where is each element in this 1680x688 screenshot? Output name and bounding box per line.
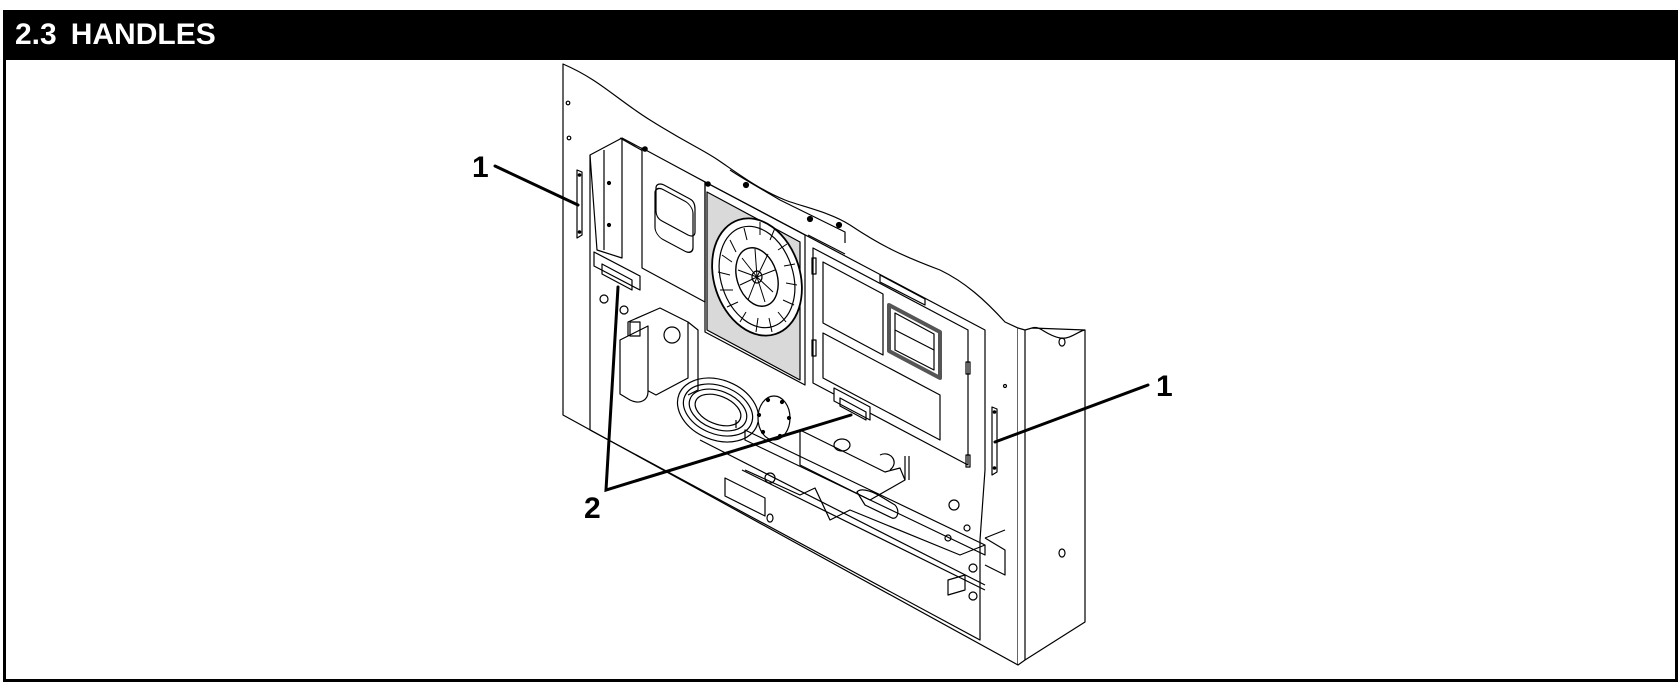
- top-strip: [729, 169, 846, 255]
- callout-label-1-left: 1: [472, 151, 489, 184]
- fan-panel: [704, 181, 806, 386]
- side-handle-left: [576, 169, 583, 239]
- burner-assembly: [699, 429, 1006, 601]
- leader-line-1-right: [993, 383, 1150, 444]
- leader-line-2: [604, 285, 853, 493]
- section-title: HANDLES: [70, 18, 216, 51]
- section-header: 2.3 HANDLES: [3, 10, 1678, 60]
- control-box: [619, 307, 699, 403]
- section-frame: [3, 10, 1678, 682]
- leader-line-1-left: [493, 164, 580, 207]
- inner-handle-left: [593, 251, 641, 315]
- right-panel: [811, 247, 971, 468]
- callout-label-1-right: 1: [1156, 370, 1173, 403]
- section-number: 2.3: [15, 18, 57, 51]
- callout-label-2: 2: [584, 492, 601, 525]
- inner-handle-right: [833, 387, 871, 421]
